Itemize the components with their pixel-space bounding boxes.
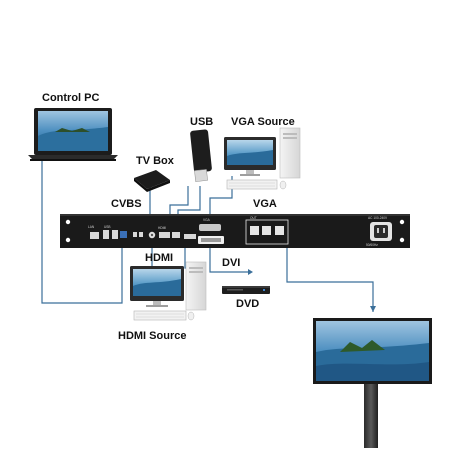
arrow-dvi [248,269,253,275]
label-control-pc: Control PC [42,92,99,104]
video-processor-icon: AC 100-240V 50/60Hz LAN USB HDMI VGA OUT [60,214,410,248]
svg-text:LAN: LAN [88,225,95,229]
label-dvi: DVI [222,257,240,269]
cable-arrows [248,269,376,312]
label-hdmi: HDMI [145,252,173,264]
cable-control-pc [41,160,123,304]
label-dvd: DVD [236,298,259,310]
svg-text:50/60Hz: 50/60Hz [366,243,378,247]
label-hdmi-source: HDMI Source [118,330,186,342]
svg-text:OUT: OUT [250,216,257,220]
dvd-player-icon [222,286,270,294]
cable-dvi [209,246,248,273]
desktop-pc-icon [224,127,301,190]
tv-box-icon [134,170,170,192]
label-tv-box: TV Box [136,155,175,167]
label-vga: VGA [253,198,277,210]
cable-led [286,236,374,312]
svg-text:VGA: VGA [203,218,211,222]
label-usb: USB [190,116,213,128]
diagram-labels: Control PC USB VGA Source TV Box CVBS VG… [42,92,295,342]
svg-text:AC 100-240V: AC 100-240V [368,216,388,220]
laptop-icon [28,108,118,161]
svg-text:USB: USB [104,225,111,229]
usb-drive-icon [190,129,212,182]
led-display-icon [313,318,432,448]
desktop-pc-icon [130,261,207,321]
arrow-led [370,306,376,312]
label-cvbs: CVBS [111,198,142,210]
label-vga-source: VGA Source [231,116,295,128]
svg-text:HDMI: HDMI [158,226,166,230]
